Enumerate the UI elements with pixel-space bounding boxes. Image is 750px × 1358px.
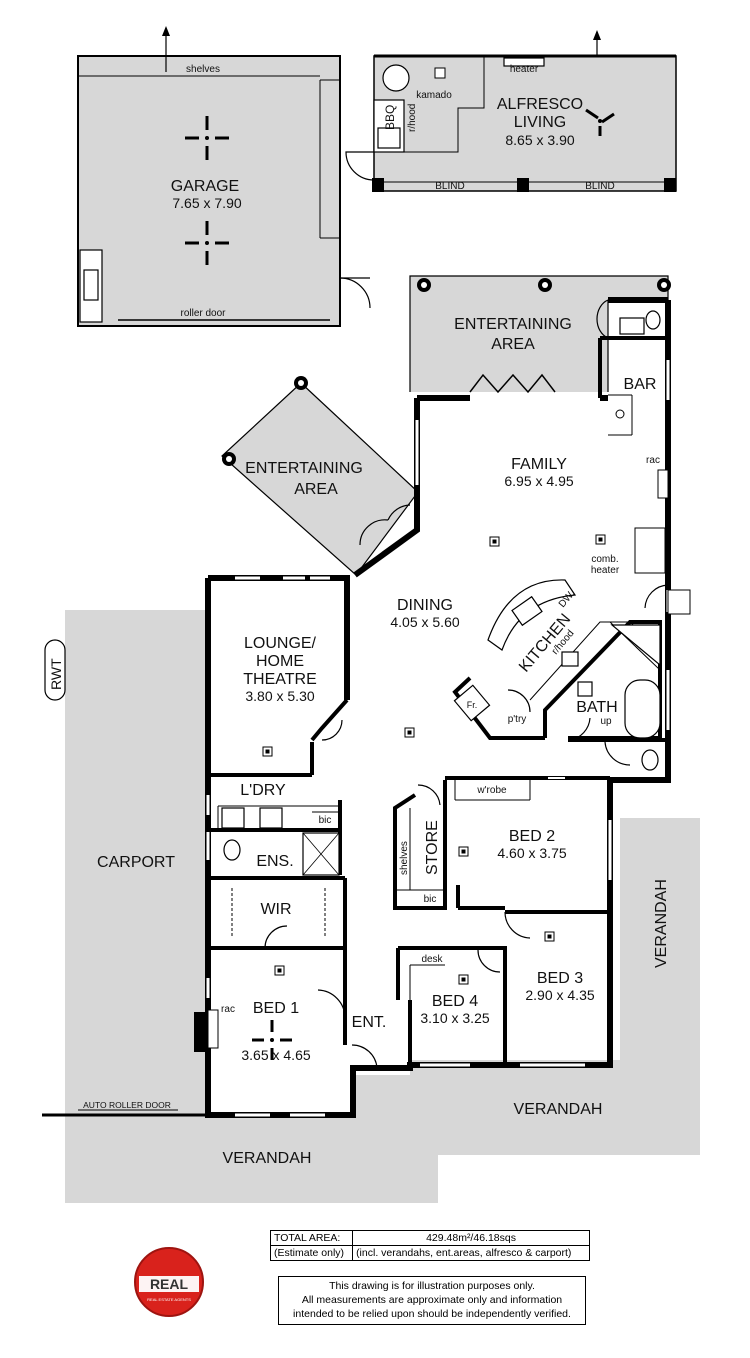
bed1-rac-label: rac (221, 1004, 235, 1015)
total-area-label: TOTAL AREA: (269, 1230, 354, 1246)
carport: RWT CARPORT AUTO ROLLER DOOR (42, 639, 205, 1117)
garage-roller-door-label: roller door (180, 308, 226, 319)
alfresco-bbq-label: BBQ (383, 105, 397, 130)
entertaining-top-name-line1: ENTERTAINING (454, 316, 572, 333)
alfresco-heater-label: heater (510, 64, 539, 75)
bed4-dims: 3.10 x 3.25 (420, 1010, 489, 1026)
bed2-dims: 4.60 x 3.75 (497, 845, 566, 861)
estimate-note: (incl. verandahs, ent.areas, alfresco & … (352, 1245, 590, 1261)
laundry-bic-label: bic (319, 815, 332, 826)
laundry-name: L'DRY (240, 782, 286, 799)
alfresco-kamado-label: kamado (416, 90, 452, 101)
alfresco-dims: 8.65 x 3.90 (505, 132, 574, 148)
verandah-right-name: VERANDAH (653, 879, 670, 968)
bar-name: BAR (624, 376, 657, 393)
room-fills (65, 56, 700, 1203)
entertaining-left-name-line2: AREA (294, 481, 338, 498)
family-comb-heater-line1: comb. (591, 554, 618, 565)
dining-name: DINING (397, 597, 453, 614)
ceiling-fan-icon (185, 116, 229, 160)
toilet-icon (645, 310, 661, 330)
ceiling-fan-icon (252, 1020, 292, 1060)
bed3-name: BED 3 (537, 970, 583, 987)
alfresco-name-line1: ALFRESCO (497, 96, 583, 113)
entertaining-top-name-line2: AREA (491, 336, 535, 353)
lounge-name-line2: HOME (256, 653, 304, 670)
disclaimer-line-3: intended to be relied upon should be ind… (293, 1308, 571, 1321)
carport-name: CARPORT (97, 854, 175, 871)
table-row: TOTAL AREA: 429.48m²/46.18sqs (269, 1230, 590, 1246)
bed2-name: BED 2 (509, 828, 555, 845)
ceiling-fan-icon (185, 221, 229, 265)
wir-name: WIR (260, 901, 291, 918)
alfresco-blind-left: BLIND (435, 181, 464, 192)
total-area-value: 429.48m²/46.18sqs (352, 1230, 590, 1246)
kitchen-pantry-label: p'try (508, 714, 527, 725)
kitchen-fridge-label: Fr. (467, 700, 478, 710)
verandah-bottom-name: VERANDAH (223, 1150, 312, 1167)
store-shelves-label: shelves (399, 841, 410, 875)
garage: shelves GARAGE 7.65 x 7.90 roller door (77, 26, 371, 327)
carport-rwt-label: RWT (48, 658, 64, 690)
alfresco-blind-right: BLIND (585, 181, 614, 192)
family-comb-heater-line2: heater (591, 565, 620, 576)
disclaimer-line-1: This drawing is for illustration purpose… (329, 1280, 535, 1292)
entertaining-area-top: ENTERTAINING AREA (409, 275, 671, 394)
garage-dims: 7.65 x 7.90 (172, 195, 241, 211)
alfresco-rhood-label: r/hood (407, 104, 418, 132)
verandah-front-name: VERANDAH (514, 1101, 603, 1118)
entry-name: ENT. (352, 1014, 387, 1031)
logo-text: REAL (150, 1276, 189, 1292)
bath-up-label: up (600, 716, 612, 727)
total-area-table: TOTAL AREA: 429.48m²/46.18sqs (Estimate … (269, 1230, 590, 1261)
ceiling-fan-icon (585, 108, 615, 136)
toilet-icon (641, 749, 659, 771)
carport-auto-door-label: AUTO ROLLER DOOR (83, 1100, 171, 1110)
garage-name: GARAGE (171, 178, 239, 195)
family-name: FAMILY (511, 456, 567, 473)
disclaimer-line-2: All measurements are approximate only an… (301, 1294, 563, 1307)
family-dims: 6.95 x 4.95 (504, 473, 573, 489)
store-name: STORE (424, 820, 441, 875)
bed3-dims: 2.90 x 4.35 (525, 987, 594, 1003)
entertaining-left-name-line1: ENTERTAINING (245, 460, 363, 477)
interior-walls (207, 336, 691, 1069)
toilet-icon (223, 839, 241, 861)
estimate-label: (Estimate only) (269, 1245, 354, 1261)
bath-name: BATH (576, 699, 617, 716)
bed1-name: BED 1 (253, 1000, 299, 1017)
garage-shelves-label: shelves (186, 64, 220, 75)
table-row: (Estimate only) (incl. verandahs, ent.ar… (269, 1245, 590, 1261)
family-rac-label: rac (646, 455, 660, 466)
lounge-name-line3: THEATRE (243, 671, 316, 688)
bed4-desk-label: desk (421, 954, 443, 965)
disclaimer: This drawing is for illustration purpose… (278, 1276, 586, 1325)
bed1-dims: 3.65 x 4.65 (241, 1047, 310, 1063)
lounge-name-line1: LOUNGE/ (244, 635, 317, 652)
dining-dims: 4.05 x 5.60 (390, 614, 459, 630)
logo-subtext: REAL ESTATE AGENTS (147, 1297, 191, 1302)
logo-badge-icon: REAL REAL ESTATE AGENTS (134, 1247, 204, 1317)
lounge-dims: 3.80 x 5.30 (245, 688, 314, 704)
bed4-name: BED 4 (432, 993, 478, 1010)
bed2-wrobe-label: w'robe (476, 785, 507, 796)
real-estate-logo: REAL REAL ESTATE AGENTS (133, 1246, 205, 1318)
alfresco: heater kamado BBQ r/hood ALFRESCO LIVING… (345, 30, 677, 192)
store-bic-label: bic (424, 894, 437, 905)
ensuite-name: ENS. (256, 853, 293, 870)
alfresco-name-line2: LIVING (514, 114, 566, 131)
fixtures (221, 310, 661, 1060)
